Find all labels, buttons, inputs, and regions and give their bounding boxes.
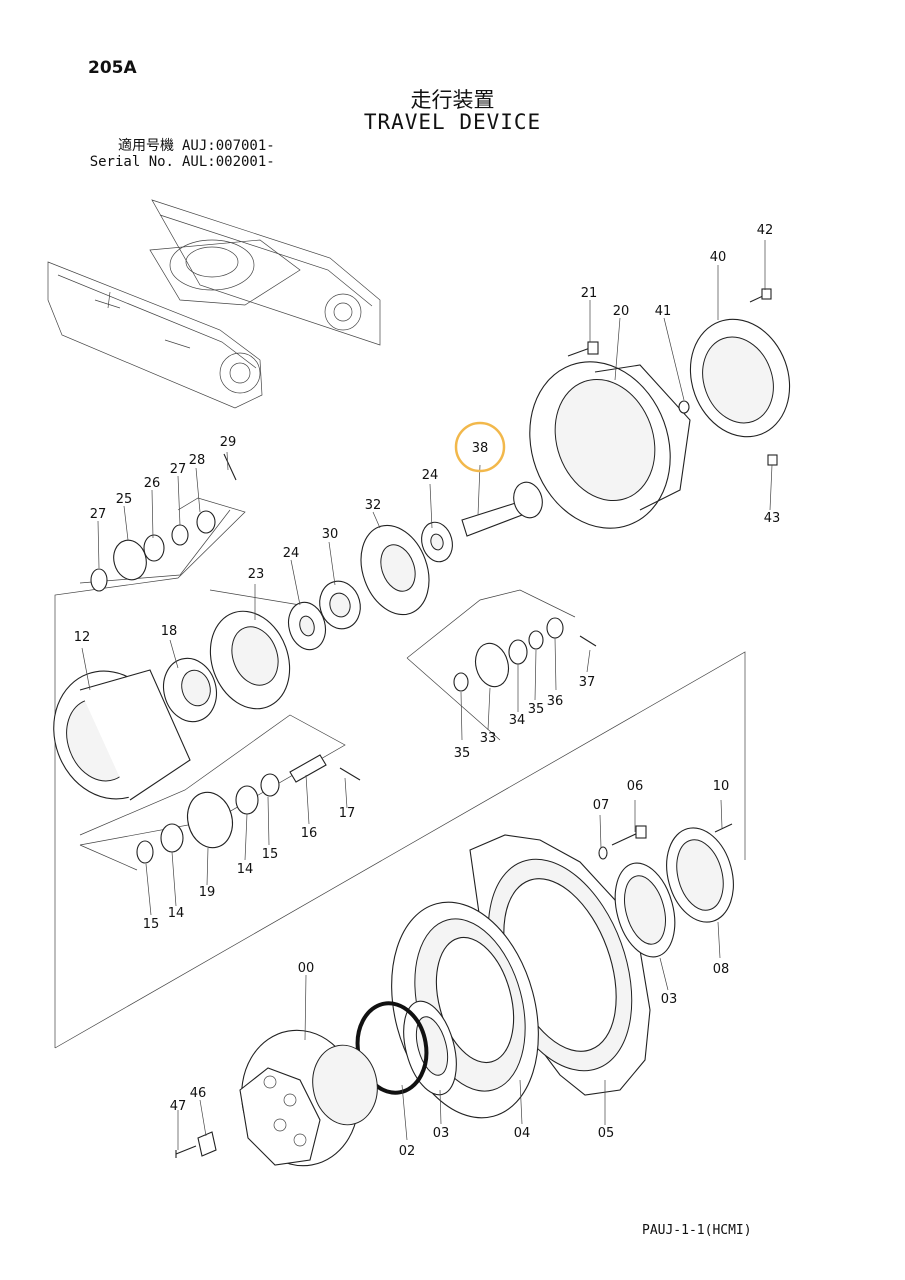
serial-label: 適用号機 <box>118 138 174 154</box>
leader-lines <box>81 240 773 1150</box>
callout-20: 20 <box>613 304 630 319</box>
callout-06: 06 <box>627 779 644 794</box>
callout-40: 40 <box>710 250 727 265</box>
callout-14: 14 <box>168 906 185 921</box>
callout-03: 03 <box>661 992 678 1007</box>
callout-26: 26 <box>144 476 161 491</box>
callout-43: 43 <box>764 511 781 526</box>
serial-label: Serial No. <box>89 154 174 170</box>
callout-15: 15 <box>262 847 279 862</box>
callout-08: 08 <box>713 962 730 977</box>
callout-14: 14 <box>237 862 254 877</box>
title-japanese: 走行装置 <box>410 88 495 112</box>
undercarriage-thumbnail <box>47 199 381 409</box>
sprocket-assembly <box>175 823 734 1167</box>
callout-34: 34 <box>509 713 526 728</box>
callout-07: 07 <box>593 798 610 813</box>
callout-33: 33 <box>480 731 497 746</box>
gear-groups <box>53 288 791 864</box>
callout-27: 27 <box>90 507 107 522</box>
serial-block: 適用号機 AUJ:007001- Serial No. AUL:002001- <box>86 138 275 170</box>
callout-10: 10 <box>713 779 730 794</box>
callout-25: 25 <box>116 492 133 507</box>
callout-15: 15 <box>143 917 160 932</box>
part-callouts: 00 02 03 03 04 05 06 07 08 10 12 14 14 1… <box>74 223 781 1159</box>
serial-row-jp: 適用号機 AUJ:007001- <box>86 138 275 154</box>
callout-36: 36 <box>547 694 564 709</box>
callout-12: 12 <box>74 630 91 645</box>
callout-23: 23 <box>248 567 265 582</box>
callout-37: 37 <box>579 675 596 690</box>
callout-16: 16 <box>301 826 318 841</box>
callout-27: 27 <box>170 462 187 477</box>
callout-29: 29 <box>220 435 237 450</box>
callout-05: 05 <box>598 1126 615 1141</box>
serial-row-en: Serial No. AUL:002001- <box>86 154 275 170</box>
callout-35: 35 <box>454 746 471 761</box>
serial-value: AUL:002001- <box>182 154 275 170</box>
callout-24: 24 <box>283 546 300 561</box>
title-english: TRAVEL DEVICE <box>363 110 542 134</box>
page-code: 205A <box>88 58 137 78</box>
callout-42: 42 <box>757 223 774 238</box>
highlight-ring <box>454 421 506 473</box>
serial-value: AUJ:007001- <box>182 138 275 154</box>
footer-code: PAUJ-1-1(HCMI) <box>642 1223 752 1238</box>
callout-17: 17 <box>339 806 356 821</box>
callout-19: 19 <box>199 885 216 900</box>
callout-18: 18 <box>161 624 178 639</box>
callout-24: 24 <box>422 468 439 483</box>
callout-04: 04 <box>514 1126 531 1141</box>
callout-47: 47 <box>170 1099 187 1114</box>
callout-02: 02 <box>399 1144 416 1159</box>
callout-00: 00 <box>298 961 315 976</box>
callout-46: 46 <box>190 1086 207 1101</box>
callout-38: 38 <box>472 441 489 456</box>
callout-35: 35 <box>528 702 545 717</box>
callout-21: 21 <box>581 286 598 301</box>
callout-03: 03 <box>433 1126 450 1141</box>
callout-32: 32 <box>365 498 382 513</box>
callout-28: 28 <box>189 453 206 468</box>
callout-30: 30 <box>322 527 339 542</box>
callout-41: 41 <box>655 304 672 319</box>
